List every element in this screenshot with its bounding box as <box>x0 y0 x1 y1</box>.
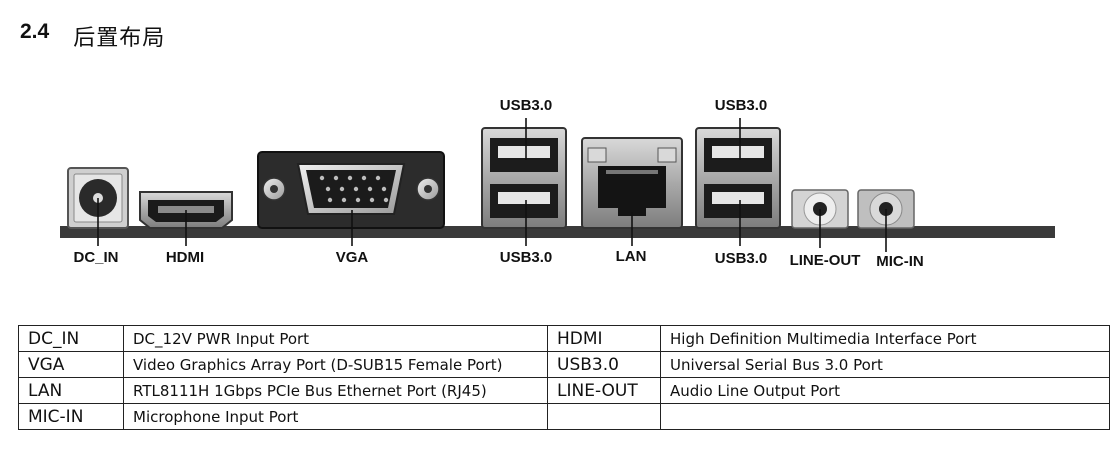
label-usb-bottom-right: USB3.0 <box>714 250 768 267</box>
label-line-out: LINE-OUT <box>789 252 861 269</box>
vga-connector <box>257 151 445 229</box>
table-row: VGA Video Graphics Array Port (D-SUB15 F… <box>18 351 1110 378</box>
port-spec-table: DC_IN DC_12V PWR Input Port HDMI High De… <box>18 325 1110 430</box>
label-hdmi: HDMI <box>165 249 205 266</box>
port-desc-cell: Video Graphics Array Port (D-SUB15 Femal… <box>123 351 548 378</box>
port-desc-cell: RTL8111H 1Gbps PCIe Bus Ethernet Port (R… <box>123 377 548 404</box>
label-usb-top-right: USB3.0 <box>714 97 768 114</box>
label-dc-in: DC_IN <box>73 249 119 266</box>
port-name-cell: HDMI <box>547 325 661 352</box>
port-name-cell <box>547 403 661 430</box>
port-desc-cell <box>660 403 1110 430</box>
port-name-cell: LINE-OUT <box>547 377 661 404</box>
usb-stack-right <box>695 127 781 229</box>
port-name-cell: LAN <box>18 377 124 404</box>
rear-panel-illustration <box>60 118 1055 252</box>
pointer-lines <box>97 118 887 252</box>
label-usb-bottom-left: USB3.0 <box>499 249 553 266</box>
port-name-cell: USB3.0 <box>547 351 661 378</box>
port-desc-cell: Audio Line Output Port <box>660 377 1110 404</box>
lan-connector <box>581 137 683 229</box>
label-usb-top-left: USB3.0 <box>499 97 553 114</box>
port-desc-cell: Microphone Input Port <box>123 403 548 430</box>
usb-stack-left <box>481 127 567 229</box>
port-name-cell: DC_IN <box>18 325 124 352</box>
section-heading: 2.4 后置布局 <box>20 20 165 52</box>
section-number: 2.4 <box>20 20 50 43</box>
port-desc-cell: Universal Serial Bus 3.0 Port <box>660 351 1110 378</box>
port-desc-cell: High Definition Multimedia Interface Por… <box>660 325 1110 352</box>
port-name-cell: VGA <box>18 351 124 378</box>
label-mic-in: MIC-IN <box>876 253 924 270</box>
label-lan: LAN <box>615 248 647 265</box>
section-title: 后置布局 <box>73 26 166 51</box>
port-name-cell: MIC-IN <box>18 403 124 430</box>
port-desc-cell: DC_12V PWR Input Port <box>123 325 548 352</box>
table-row: DC_IN DC_12V PWR Input Port HDMI High De… <box>18 325 1110 352</box>
table-row: MIC-IN Microphone Input Port <box>18 403 1110 430</box>
table-row: LAN RTL8111H 1Gbps PCIe Bus Ethernet Por… <box>18 377 1110 404</box>
label-vga: VGA <box>335 249 369 266</box>
